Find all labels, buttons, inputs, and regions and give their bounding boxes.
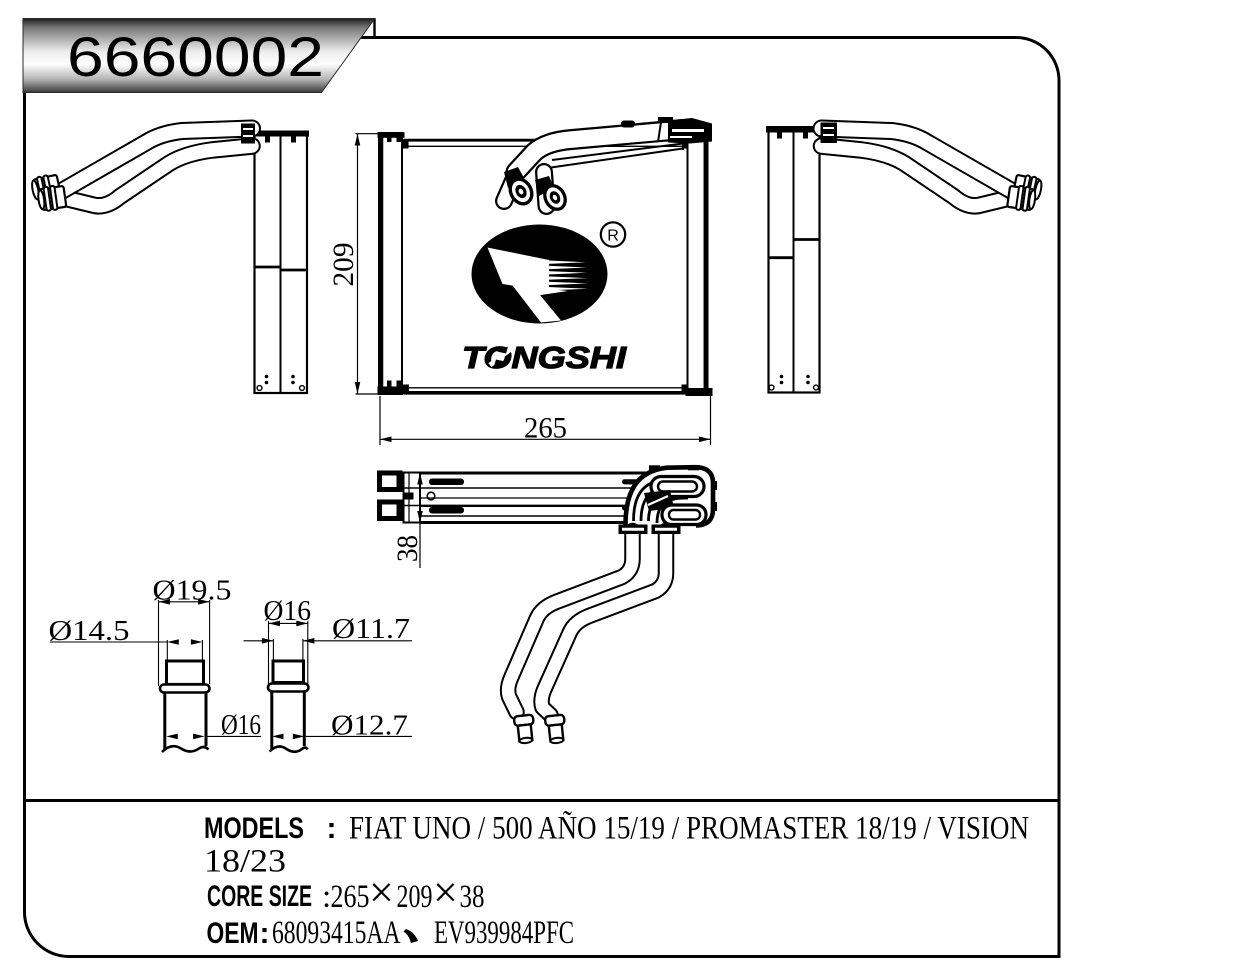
svg-text:MODELS: MODELS [204, 812, 304, 845]
svg-text:Ø16: Ø16 [221, 709, 261, 741]
svg-text:FIAT UNO / 500 AÑO 15/19 / PRO: FIAT UNO / 500 AÑO 15/19 / PROMASTER 18/… [349, 810, 1029, 847]
svg-text:209: 209 [397, 879, 433, 915]
svg-text:Ø19.5: Ø19.5 [153, 575, 232, 607]
svg-text:Ø16: Ø16 [264, 595, 312, 627]
svg-text::: : [322, 879, 331, 915]
svg-text:Ø11.7: Ø11.7 [332, 613, 410, 645]
svg-text:EV939984PFC: EV939984PFC [434, 915, 574, 951]
svg-text:OEM: OEM [207, 917, 259, 950]
svg-text::: : [327, 812, 337, 845]
svg-text:R: R [607, 228, 619, 245]
svg-text:68093415AA: 68093415AA [272, 915, 401, 951]
svg-text:265: 265 [331, 879, 370, 915]
svg-text:6660002: 6660002 [67, 25, 324, 88]
svg-text:265: 265 [524, 412, 567, 445]
svg-text:209: 209 [327, 243, 360, 287]
svg-text:Ø14.5: Ø14.5 [49, 615, 130, 647]
svg-text:TONGSHI: TONGSHI [462, 340, 628, 375]
svg-text::: : [260, 917, 270, 950]
svg-text:CORE SIZE: CORE SIZE [207, 880, 312, 913]
svg-text:38: 38 [391, 535, 424, 562]
svg-text:Ø12.7: Ø12.7 [331, 710, 408, 742]
svg-text:18/23: 18/23 [204, 844, 286, 880]
svg-text:×: × [433, 868, 458, 917]
svg-text:38: 38 [460, 879, 485, 915]
svg-text:×: × [369, 868, 394, 917]
